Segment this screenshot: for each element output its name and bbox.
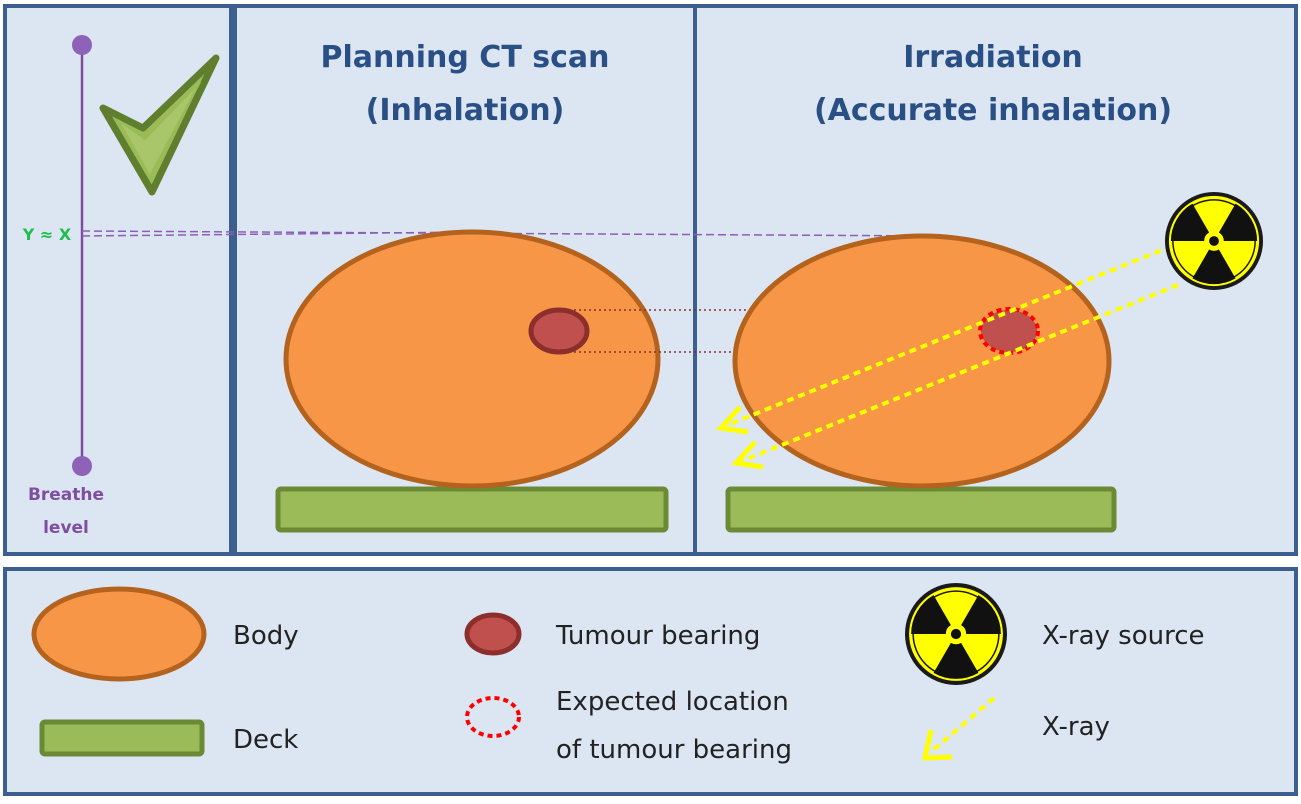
xray-beam-upper [724,244,1173,428]
xray-beam-lower [741,283,1179,463]
legend-radiation-icon [906,585,1006,683]
legend-expected-label-line2: of tumour bearing [556,735,792,765]
irradiation-body [732,233,1112,489]
radiation-icon [1165,192,1263,290]
planning-tumour [528,307,590,355]
checkmark-icon-inner [117,81,201,179]
planning-deck [275,486,669,533]
breathe-label-line1: Breathe [28,485,104,505]
legend-tumour-swatch [464,612,522,656]
legend-tumour-label: Tumour bearing [555,621,760,651]
irradiation-title-line1: Irradiation [903,40,1083,75]
legend-body-label: Body [233,621,299,651]
legend-panel [3,567,1298,796]
breathe-bottom-dot [72,456,92,476]
legend-deck-label: Deck [233,725,298,755]
planning-body [283,229,661,489]
breathe-top-dot [72,35,92,55]
breathe-guide-line-2 [81,231,481,237]
irradiation-tumour [981,310,1037,352]
legend-xray-label: X-ray [1042,712,1110,742]
legend-expected-swatch [465,696,521,738]
xray-beam-upper-arrowhead [716,405,749,435]
breathe-label-line2: level [43,518,89,538]
breathe-mark-label: Y ≈ X [22,225,72,244]
legend-expected-label-line1: Expected location [556,687,789,717]
legend-deck-swatch [39,719,205,757]
breathe-guide-line [81,230,941,237]
legend-xray-source-label: X-ray source [1042,621,1205,651]
legend-body-swatch [31,586,207,682]
irradiation-deck [725,486,1117,533]
xray-beam-lower-arrowhead [731,440,764,470]
planning-title-line1: Planning CT scan [321,40,610,75]
xray-beams [716,244,1179,470]
legend-xray-swatch [929,696,996,754]
irradiation-title-line2: (Accurate inhalation) [814,93,1172,128]
planning-title-line2: (Inhalation) [366,93,565,128]
legend-xray-arrowhead [921,729,953,761]
